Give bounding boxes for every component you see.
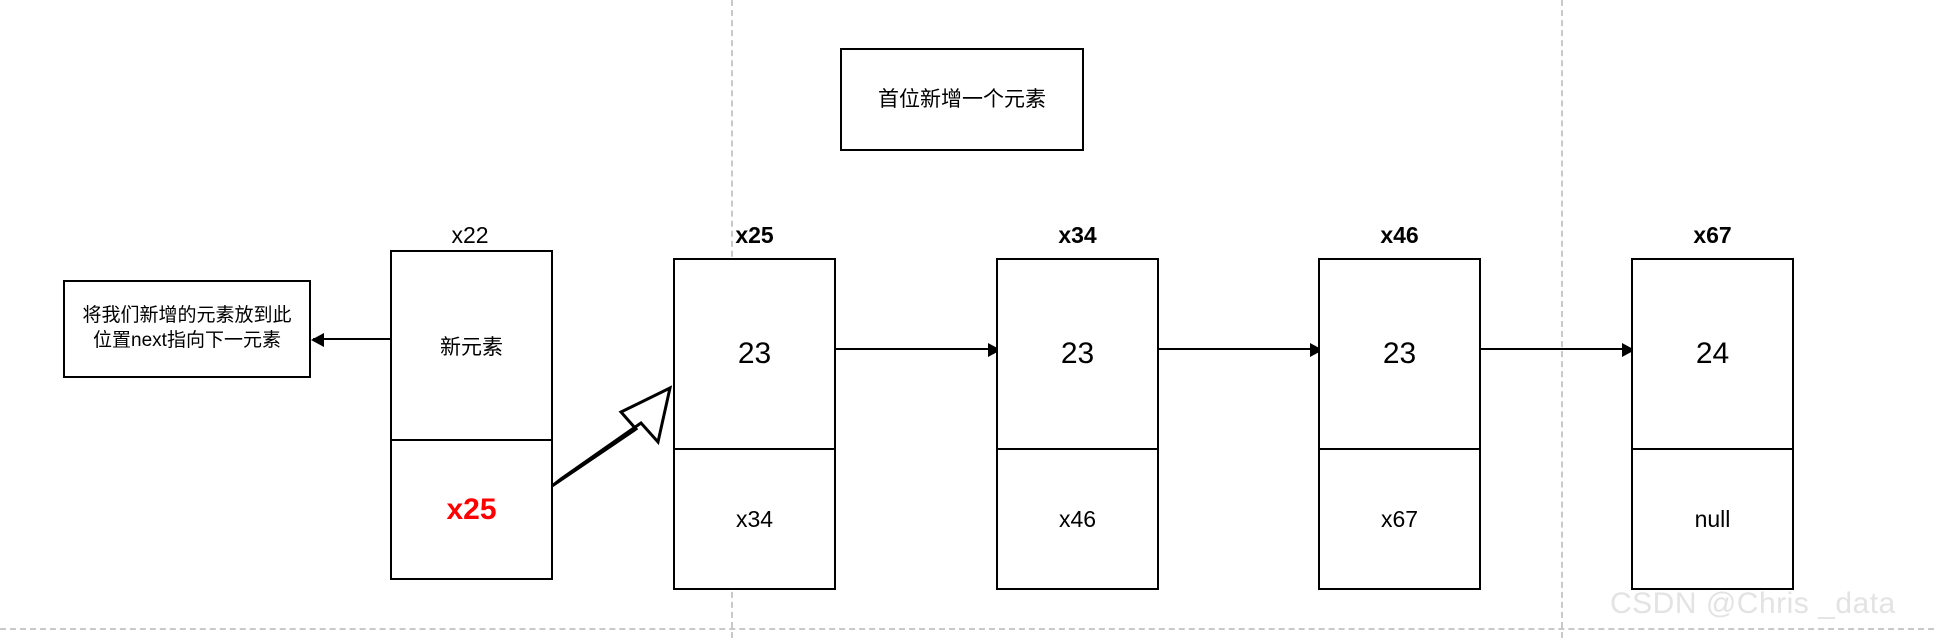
node-x46: 23 x67 <box>1318 258 1481 590</box>
note-place-new-element-text: 将我们新增的元素放到此位置next指向下一元素 <box>82 305 292 351</box>
node-x67-next: null <box>1694 505 1731 532</box>
node-x34-value: 23 <box>998 260 1157 451</box>
node-label-x46: x46 <box>1380 222 1419 248</box>
node-label-x22: x22 <box>451 222 489 248</box>
page-guide-horizontal-bottom <box>0 628 1934 630</box>
note-head-insert: 首位新增一个元素 <box>840 48 1084 151</box>
node-new-element-value: 新元素 <box>392 252 551 442</box>
node-label-x34: x34 <box>1058 222 1097 248</box>
block-arrow-insert <box>551 385 673 488</box>
arrow-x34-to-x46 <box>1159 343 1323 357</box>
arrow-x46-to-x67 <box>1481 343 1635 357</box>
node-x25-value: 23 <box>675 260 834 451</box>
node-x67-value: 24 <box>1633 260 1792 451</box>
arrow-x25-to-x34 <box>836 343 1001 357</box>
node-new-element-next: x25 <box>446 492 497 526</box>
arrow-new-node-to-note <box>311 333 391 347</box>
node-x34: 23 x46 <box>996 258 1159 590</box>
watermark: CSDN @Chris _data <box>1610 587 1896 620</box>
node-label-x25: x25 <box>735 222 774 248</box>
node-new-element: 新元素 x25 <box>390 250 553 580</box>
node-label-x67: x67 <box>1693 222 1732 248</box>
page-guide-vertical-right <box>1561 0 1563 638</box>
node-x46-value: 23 <box>1320 260 1479 451</box>
node-x25-next: x34 <box>735 505 774 532</box>
node-x67: 24 null <box>1631 258 1794 590</box>
node-x25: 23 x34 <box>673 258 836 590</box>
node-x34-next: x46 <box>1058 505 1097 532</box>
note-head-insert-text: 首位新增一个元素 <box>878 87 1046 111</box>
node-x46-next: x67 <box>1380 505 1419 532</box>
note-place-new-element: 将我们新增的元素放到此位置next指向下一元素 <box>63 280 311 378</box>
